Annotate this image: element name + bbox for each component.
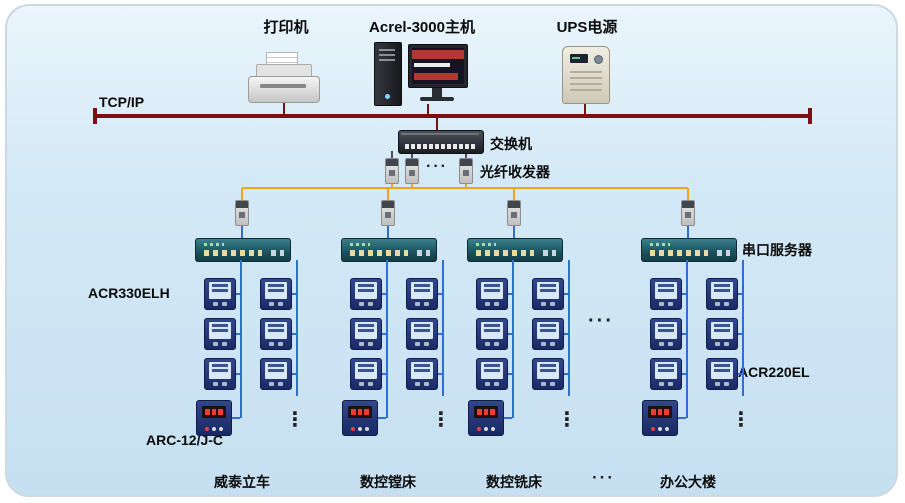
power-meter-icon <box>650 358 682 390</box>
group-label: 办公大楼 <box>660 474 716 490</box>
arc-power-device-icon <box>342 400 378 436</box>
more-devices-ellipsis: ⋮ <box>285 409 305 431</box>
power-meter-icon <box>204 278 236 310</box>
fiber-transceiver-icon <box>385 158 399 184</box>
arc12-label: ARC-12/J-C <box>146 432 224 448</box>
ups-label: UPS电源 <box>556 19 618 36</box>
serial-server-icon <box>195 238 291 262</box>
ethernet-switch-icon <box>398 130 484 154</box>
group-label: 威泰立车 <box>214 474 270 490</box>
rs485-trunk-line <box>568 260 570 396</box>
fiber-transceiver-icon <box>405 158 419 184</box>
arc-power-device-icon <box>468 400 504 436</box>
fiber-transceiver-icon <box>459 158 473 184</box>
link-line <box>241 226 243 238</box>
device-group: ⋮ 威泰立车 <box>182 200 305 498</box>
rs485-trunk-line <box>296 260 298 396</box>
power-meter-icon <box>650 318 682 350</box>
power-meter-icon <box>476 358 508 390</box>
power-meter-icon <box>476 278 508 310</box>
power-meter-icon <box>350 278 382 310</box>
rs485-trunk-line <box>240 260 242 418</box>
acr330-label: ACR330ELH <box>88 285 170 301</box>
group-labels-ellipsis: ··· <box>592 468 615 487</box>
switch-label: 交换机 <box>490 136 532 152</box>
arc-power-device-icon <box>196 400 232 436</box>
fiber-transceiver-icon <box>235 200 249 226</box>
serial-server-icon <box>341 238 437 262</box>
transceiver-ellipsis: ··· <box>426 158 448 175</box>
power-meter-icon <box>532 358 564 390</box>
power-meter-icon <box>260 318 292 350</box>
fiber-label: 光纤收发器 <box>480 164 550 180</box>
fiber-transceiver-icon <box>681 200 695 226</box>
tcpip-label: TCP/IP <box>99 94 145 110</box>
more-devices-ellipsis: ⋮ <box>557 409 577 431</box>
power-meter-icon <box>532 318 564 350</box>
rs485-trunk-line <box>386 260 388 418</box>
computer-monitor-icon <box>408 44 468 88</box>
power-meter-icon <box>706 358 738 390</box>
power-meter-icon <box>204 318 236 350</box>
host-label: Acrel-3000主机 <box>369 19 475 36</box>
fiber-transceiver-icon <box>381 200 395 226</box>
arc-power-device-icon <box>642 400 678 436</box>
more-devices-ellipsis: ⋮ <box>431 409 451 431</box>
link-line <box>687 226 689 238</box>
power-meter-icon <box>706 318 738 350</box>
power-meter-icon <box>350 318 382 350</box>
more-devices-ellipsis: ⋮ <box>731 409 751 431</box>
power-meter-icon <box>476 318 508 350</box>
device-group: ⋮ 办公大楼 <box>628 200 751 498</box>
acr220-label: ACR220EL <box>738 364 810 380</box>
rs485-trunk-line <box>442 260 444 396</box>
fiber-transceiver-icon <box>507 200 521 226</box>
power-meter-icon <box>406 318 438 350</box>
serial-server-label: 串口服务器 <box>742 242 812 258</box>
serial-server-icon <box>641 238 737 262</box>
printer-label: 打印机 <box>263 19 309 36</box>
power-meter-icon <box>406 278 438 310</box>
host-computer-icon <box>374 40 470 106</box>
computer-tower-icon <box>374 42 402 106</box>
group-label: 数控镗床 <box>360 474 416 490</box>
ups-icon <box>562 46 610 104</box>
power-meter-icon <box>650 278 682 310</box>
group-label: 数控铣床 <box>486 474 542 490</box>
printer-icon <box>248 52 320 103</box>
rs485-trunk-line <box>512 260 514 418</box>
power-meter-icon <box>706 278 738 310</box>
power-meter-icon <box>532 278 564 310</box>
power-meter-icon <box>260 358 292 390</box>
link-line <box>513 226 515 238</box>
power-meter-icon <box>350 358 382 390</box>
device-group: ⋮ 数控镗床 <box>328 200 451 498</box>
groups-ellipsis: ··· <box>588 310 614 332</box>
serial-server-icon <box>467 238 563 262</box>
power-meter-icon <box>204 358 236 390</box>
device-group: ⋮ 数控铣床 <box>454 200 577 498</box>
power-meter-icon <box>406 358 438 390</box>
rs485-trunk-line <box>742 260 744 396</box>
rs485-trunk-line <box>686 260 688 418</box>
link-line <box>387 226 389 238</box>
power-meter-icon <box>260 278 292 310</box>
